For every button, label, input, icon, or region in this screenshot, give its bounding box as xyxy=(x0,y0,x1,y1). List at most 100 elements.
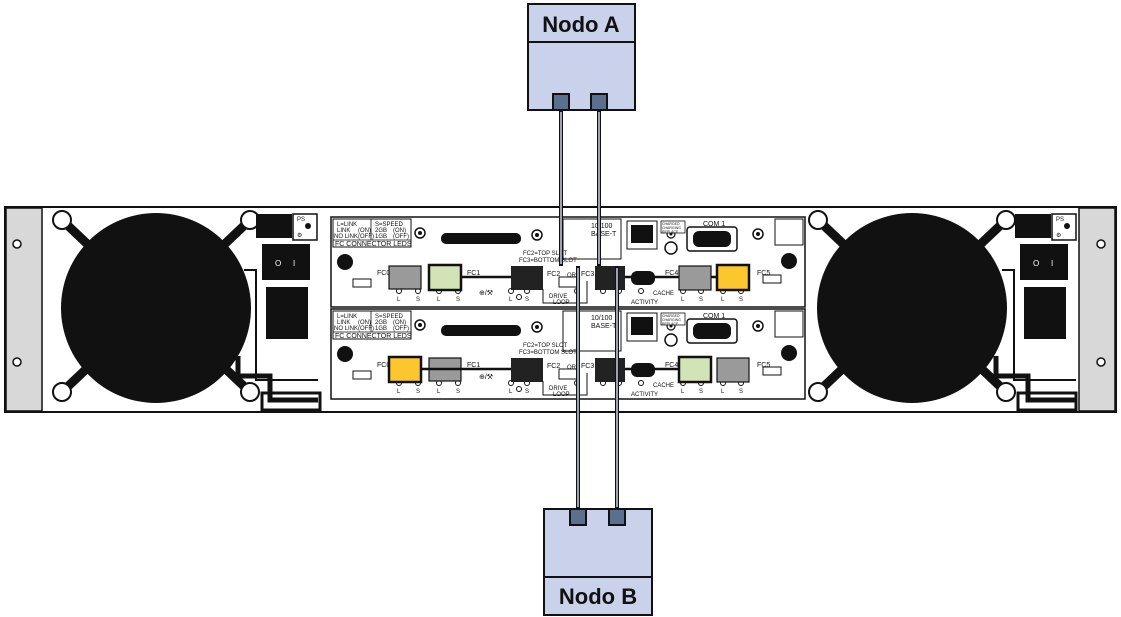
node-b-port-1 xyxy=(569,508,587,526)
psu-handle xyxy=(235,356,318,403)
sfp-fc5 xyxy=(716,357,750,383)
drive-loop-2: LOOP xyxy=(553,300,570,306)
port-label-fc2: FC2 xyxy=(547,363,560,370)
psu-wrench-icon: ⚙ xyxy=(1056,232,1061,239)
com-label: COM 1 xyxy=(703,313,725,320)
led-s-label: S xyxy=(525,297,529,303)
port-label-fc0: FC0 xyxy=(377,270,390,277)
port-label-fc1: FC1 xyxy=(467,270,480,277)
led-s-label: S xyxy=(699,389,703,395)
led-s-label: S xyxy=(525,389,529,395)
status-replace: REPLACE xyxy=(662,322,679,326)
sfp-fc0 xyxy=(387,355,423,384)
led-l-label: L xyxy=(509,389,513,395)
led-legend-title: FC CONNECTOR LEDS xyxy=(335,241,412,248)
switch-on-label: I xyxy=(1051,259,1053,268)
psu-handle-grip xyxy=(1016,391,1078,412)
internal-links xyxy=(421,275,717,371)
led-legend-speed2: 2GB xyxy=(375,228,387,234)
activity-label: ACTIVITY xyxy=(631,392,658,398)
node-a-label: Nodo A xyxy=(542,12,619,37)
cache-label: CACHE xyxy=(653,291,674,297)
controller-bottom: L=LINK LINK (ON) NO LINK (OFF) S=SPEED 2… xyxy=(330,308,806,400)
slot-note-2: FC3=BOTTOM SLOT xyxy=(519,350,577,356)
port-label-fc3: FC3 xyxy=(581,271,594,278)
psu-label: PS xyxy=(297,217,305,223)
port-label-fc3: FC3 xyxy=(581,363,594,370)
switch-off-label: O xyxy=(1033,259,1039,268)
sfp-fc1 xyxy=(427,263,463,292)
node-a-port-2 xyxy=(590,93,608,111)
led-legend-off2: (OFF) xyxy=(393,234,409,240)
led-legend-on: (ON) xyxy=(358,228,371,234)
rack-screw xyxy=(12,357,22,367)
switch-off-label: O xyxy=(275,259,281,268)
led-l-label: L xyxy=(509,297,513,303)
tool-icon: ⊕/⚒ xyxy=(479,373,493,381)
led-l-label: L xyxy=(437,389,441,395)
cache-label: CACHE xyxy=(653,383,674,389)
sfp-fc2 xyxy=(511,266,543,290)
led-legend-speed: S=SPEED xyxy=(375,222,404,228)
sfp-fc3 xyxy=(595,358,625,382)
led-legend-nolink: NO LINK xyxy=(334,234,358,240)
power-inlet xyxy=(266,287,308,339)
led xyxy=(638,380,644,386)
switch-on-label: I xyxy=(293,259,295,268)
led-legend-nolink: NO LINK xyxy=(334,326,358,332)
led-s-label: S xyxy=(416,297,420,303)
psu-wrench-icon: ⚙ xyxy=(297,232,302,239)
fan-screw xyxy=(808,382,828,402)
psu-handle-grip xyxy=(260,391,322,412)
fan-icon xyxy=(61,213,251,403)
drive-loop-1: DRIVE xyxy=(549,386,567,392)
power-supply-right: PS ⚙ O I xyxy=(808,210,1078,412)
led-legend-on2: (ON) xyxy=(393,320,406,326)
power-switch[interactable] xyxy=(262,244,310,280)
led-legend-on2: (ON) xyxy=(393,228,406,234)
node-b: Nodo B xyxy=(543,508,653,616)
port-label-fc1: FC1 xyxy=(467,362,480,369)
led-l-label: L xyxy=(437,297,441,303)
drive-loop-1: DRIVE xyxy=(549,294,567,300)
slot-note-2: FC3=BOTTOM SLOT xyxy=(519,258,577,264)
led-legend-on: (ON) xyxy=(358,320,371,326)
led-l-label: L xyxy=(721,389,725,395)
fan-screw xyxy=(996,210,1016,230)
sfp-fc5 xyxy=(715,263,751,292)
led-s-label: S xyxy=(699,297,703,303)
led-legend-speed: S=SPEED xyxy=(375,314,404,320)
psu-latch xyxy=(1015,214,1051,238)
led-legend-speed1: 1GB xyxy=(375,326,387,332)
port-label-fc5: FC5 xyxy=(757,362,770,369)
psu-status-box xyxy=(1051,213,1077,241)
led-legend-off: (OFF) xyxy=(358,326,374,332)
led-legend-speed2: 2GB xyxy=(375,320,387,326)
node-b-footer xyxy=(545,578,651,614)
com-label: COM 1 xyxy=(703,221,725,228)
ethernet-label-1: 10/100 xyxy=(591,223,613,230)
status-charging: CHARGING xyxy=(662,226,681,230)
tool-icon: ⊕/⚒ xyxy=(479,289,493,297)
controller-top: L=LINK LINK (ON) NO LINK (OFF) S=SPEED 2… xyxy=(330,216,806,308)
led xyxy=(638,288,644,294)
power-switch[interactable] xyxy=(1020,244,1068,280)
power-inlet xyxy=(1024,287,1066,339)
fan-screw xyxy=(52,210,72,230)
node-a-header xyxy=(529,5,634,41)
status-charging: CHARGING xyxy=(662,318,681,322)
rack-ear-right xyxy=(1078,207,1116,412)
fan-screw xyxy=(240,382,260,402)
led-l-label: L xyxy=(721,297,725,303)
fan-screw xyxy=(52,382,72,402)
sfp-fc4 xyxy=(678,265,712,291)
led-legend-link-on: LINK xyxy=(337,320,350,326)
sfp-fc4 xyxy=(677,355,713,384)
fibre-cables-inner xyxy=(560,112,618,507)
slot-note-1: FC2=TOP SLOT xyxy=(523,343,568,349)
sfp-fc2 xyxy=(511,358,543,382)
rack-screw xyxy=(12,239,22,249)
port-label-fc0: FC0 xyxy=(377,362,390,369)
ethernet-label-2: BASE-T xyxy=(591,323,617,330)
